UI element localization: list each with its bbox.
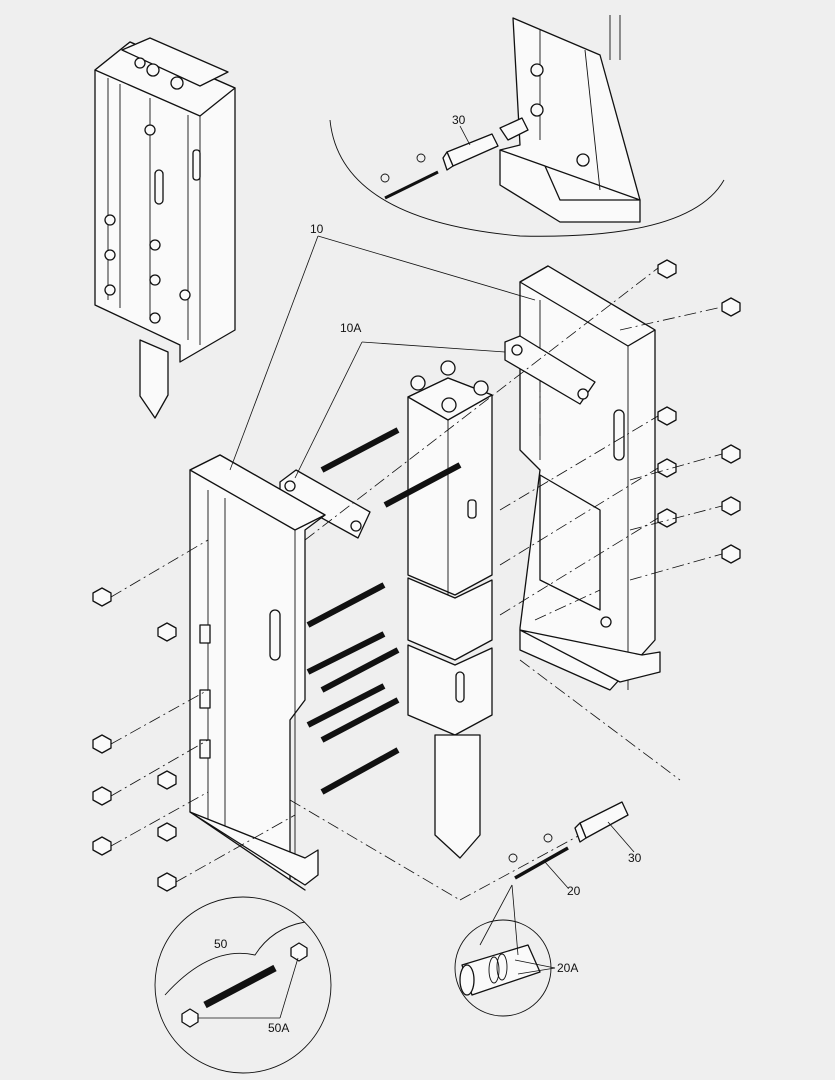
assembled-breaker-view [94, 37, 236, 419]
assembly-centerlines [110, 267, 723, 901]
pin-30 [574, 801, 629, 843]
bracket-detail-view [499, 15, 641, 223]
pin-30-detail [442, 117, 529, 171]
hammer-body [407, 360, 493, 859]
callout-10a: 10A [340, 321, 361, 335]
link-plate-10a-right [504, 335, 596, 405]
retaining-rod-20 [508, 833, 569, 880]
callout-30-top: 30 [452, 113, 466, 127]
rod-20a-detail [459, 944, 541, 996]
through-bolts [306, 427, 462, 795]
detail-circle-20a [454, 919, 552, 1017]
callout-20: 20 [567, 884, 581, 898]
callout-50: 50 [214, 937, 228, 951]
nuts-left [92, 587, 177, 892]
side-plate-left [189, 454, 326, 891]
callout-10: 10 [310, 222, 324, 236]
detail-circle-50 [154, 896, 332, 1074]
nuts-right [657, 259, 741, 564]
bolt-50a-detail [181, 942, 308, 1028]
callout-labels: 10 10A 30 30 20 20A 50 50A [214, 113, 642, 1035]
leader-lines [198, 125, 635, 1019]
detail-boundary-top [329, 119, 725, 237]
callout-20a: 20A [557, 961, 578, 975]
callout-50a: 50A [268, 1021, 289, 1035]
callout-30-right: 30 [628, 851, 642, 865]
side-plate-right [519, 265, 661, 691]
retaining-rod-detail [380, 153, 439, 200]
thread-rod-outline [164, 921, 306, 996]
